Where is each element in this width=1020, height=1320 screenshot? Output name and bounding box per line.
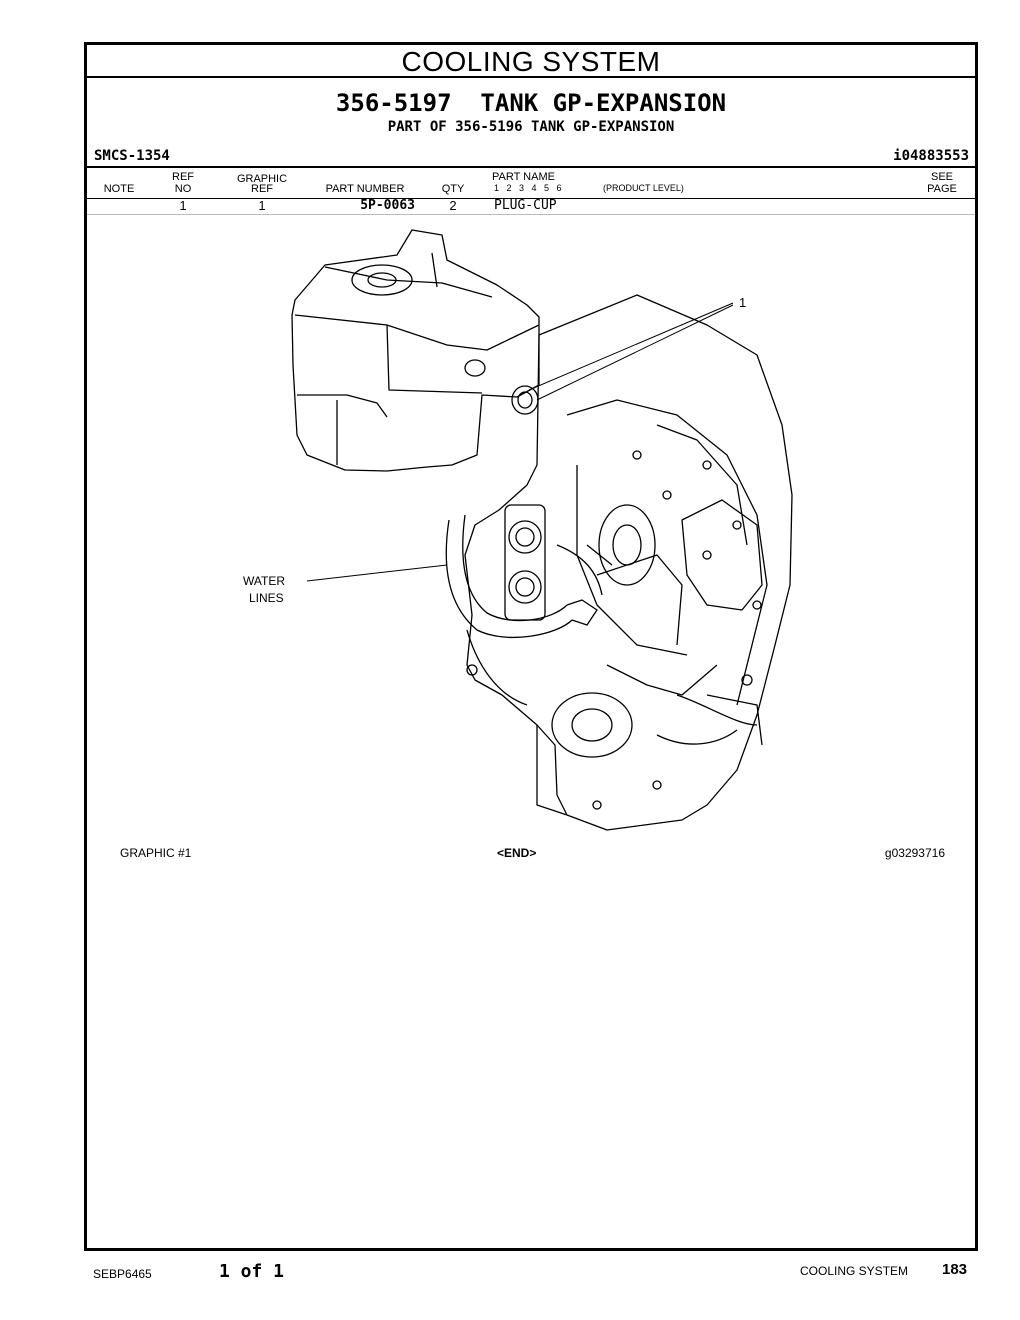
- footer-document-code: SEBP6465: [93, 1267, 152, 1281]
- part-of-line: PART OF 356-5196 TANK GP-EXPANSION: [387, 119, 675, 135]
- row-qty: 2: [449, 198, 457, 213]
- col-part-name: PART NAME: [492, 171, 555, 183]
- footer-page-number: 183: [942, 1261, 968, 1278]
- row-ref-no: 1: [179, 198, 187, 213]
- footer-section-name: COOLING SYSTEM: [800, 1264, 909, 1278]
- document-id: i04883553: [893, 148, 969, 164]
- col-ref-no-line1: REF: [172, 171, 194, 183]
- end-label: <END>: [497, 846, 537, 860]
- group-name: TANK GP-EXPANSION: [480, 89, 727, 117]
- col-see-page-line1: SEE: [930, 171, 953, 183]
- smcs-code: SMCS-1354: [94, 148, 170, 164]
- group-heading: 356-5197 TANK GP-EXPANSION: [87, 89, 975, 117]
- section-title: COOLING SYSTEM: [87, 45, 975, 78]
- row-rule: [87, 214, 975, 215]
- header-rule-top: [87, 166, 975, 168]
- callout-water-lines-2: LINES: [249, 591, 284, 605]
- col-ref-no-line2: NO: [174, 183, 192, 195]
- col-note: NOTE: [103, 183, 135, 195]
- page-frame: COOLING SYSTEM 356-5197 TANK GP-EXPANSIO…: [84, 42, 978, 1251]
- col-graphic-ref-line1: GRAPHIC: [236, 173, 288, 185]
- col-part-number: PART NUMBER: [325, 183, 405, 195]
- graphic-id: g03293716: [884, 846, 945, 860]
- col-graphic-ref-line2: REF: [251, 183, 273, 195]
- footer-page-of: 1 of 1: [219, 1261, 285, 1282]
- graphic-label: GRAPHIC #1: [120, 846, 192, 860]
- engine-illustration: 1 WATER LINES: [243, 229, 793, 831]
- col-product-level-label: (PRODUCT LEVEL): [603, 183, 684, 193]
- col-qty: QTY: [441, 183, 465, 195]
- callout-water-lines-1: WATER: [243, 574, 285, 588]
- header-rule-bottom: [87, 198, 975, 199]
- group-part-number: 356-5197: [335, 89, 452, 117]
- col-see-page-line2: PAGE: [927, 183, 957, 195]
- row-part-name: PLUG-CUP: [494, 198, 557, 213]
- row-part-number: 5P-0063: [360, 198, 415, 213]
- callout-1: 1: [739, 295, 746, 310]
- row-graphic-ref: 1: [258, 198, 266, 213]
- col-product-levels: 1 2 3 4 5 6: [494, 183, 562, 193]
